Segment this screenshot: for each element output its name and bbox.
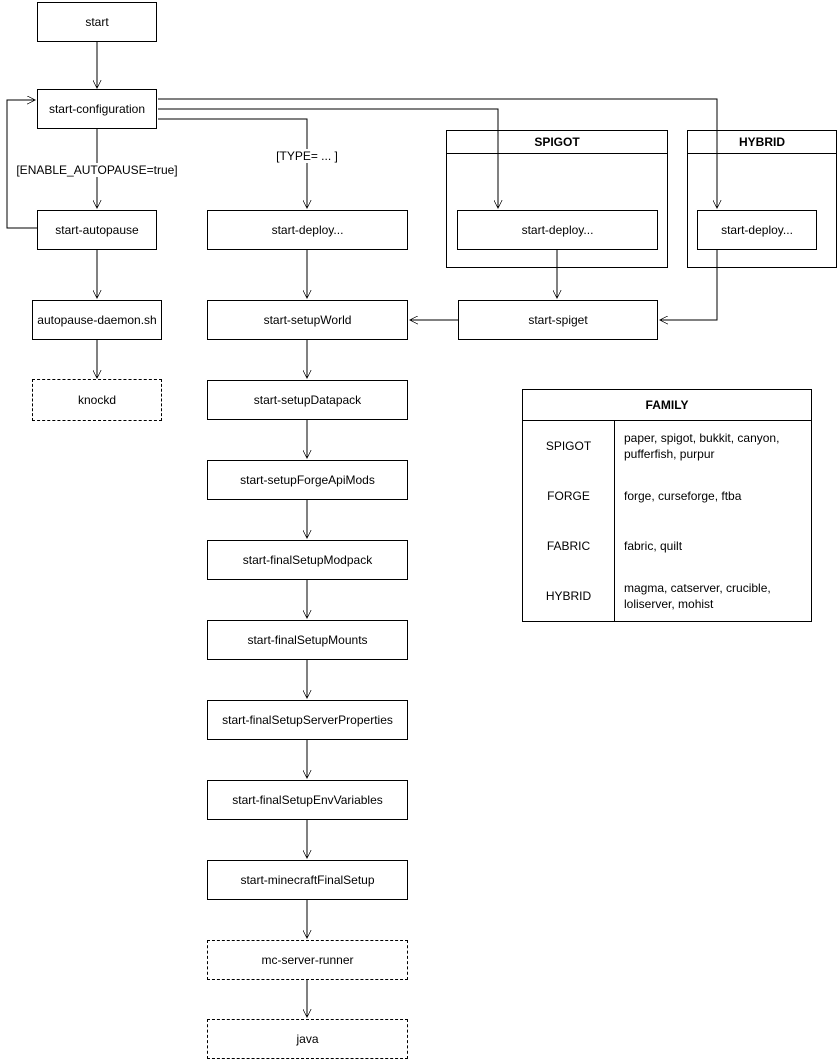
family-name: SPIGOT [545,439,592,453]
family-row-forge: FORGE forge, curseforge, ftba [523,471,811,521]
node-start-setup-datapack: start-setupDatapack [207,380,408,420]
node-autopause-daemon: autopause-daemon.sh [32,300,162,340]
edge-label-enable-autopause: [ENABLE_AUTOPAUSE=true] [14,163,180,177]
family-table-title: FAMILY [523,390,811,421]
family-row-hybrid: HYBRID magma, catserver, crucible, lolis… [523,571,811,621]
node-start-final-setup-modpack: start-finalSetupModpack [207,540,408,580]
hybrid-group-title: HYBRID [688,131,836,154]
family-name: HYBRID [545,589,592,603]
family-name: FABRIC [546,539,591,553]
family-row-spigot: SPIGOT paper, spigot, bukkit, canyon, pu… [523,421,811,471]
node-mc-server-runner: mc-server-runner [207,940,408,980]
family-table-body: SPIGOT paper, spigot, bukkit, canyon, pu… [523,421,811,621]
node-start-deploy: start-deploy... [207,210,408,250]
family-row-fabric: FABRIC fabric, quilt [523,521,811,571]
node-start-minecraft-final-setup: start-minecraftFinalSetup [207,860,408,900]
family-members: forge, curseforge, ftba [614,471,811,521]
node-start-final-setup-mounts: start-finalSetupMounts [207,620,408,660]
family-members: fabric, quilt [614,521,811,571]
node-start-spiget: start-spiget [458,300,658,340]
family-members: magma, catserver, crucible, loliserver, … [614,571,811,621]
node-spigot-start-deploy: start-deploy... [457,210,658,250]
node-hybrid-start-deploy: start-deploy... [697,210,817,250]
node-start-setup-world: start-setupWorld [207,300,408,340]
node-start-setup-forge-api-mods: start-setupForgeApiMods [207,460,408,500]
node-java: java [207,1019,408,1059]
node-start-final-setup-env-variables: start-finalSetupEnvVariables [207,780,408,820]
node-start: start [37,2,157,42]
spigot-group-title: SPIGOT [447,131,667,154]
node-start-autopause: start-autopause [37,210,157,250]
node-start-final-setup-server-properties: start-finalSetupServerProperties [207,700,408,740]
family-name: FORGE [547,489,590,503]
family-members: paper, spigot, bukkit, canyon, pufferfis… [614,421,811,471]
node-start-configuration: start-configuration [37,89,157,129]
edge-label-type-condition: [TYPE= ... ] [274,149,340,163]
edge-configuration-to-deploy [158,118,307,207]
node-knockd: knockd [32,379,162,421]
family-table: FAMILY SPIGOT paper, spigot, bukkit, can… [522,389,812,622]
